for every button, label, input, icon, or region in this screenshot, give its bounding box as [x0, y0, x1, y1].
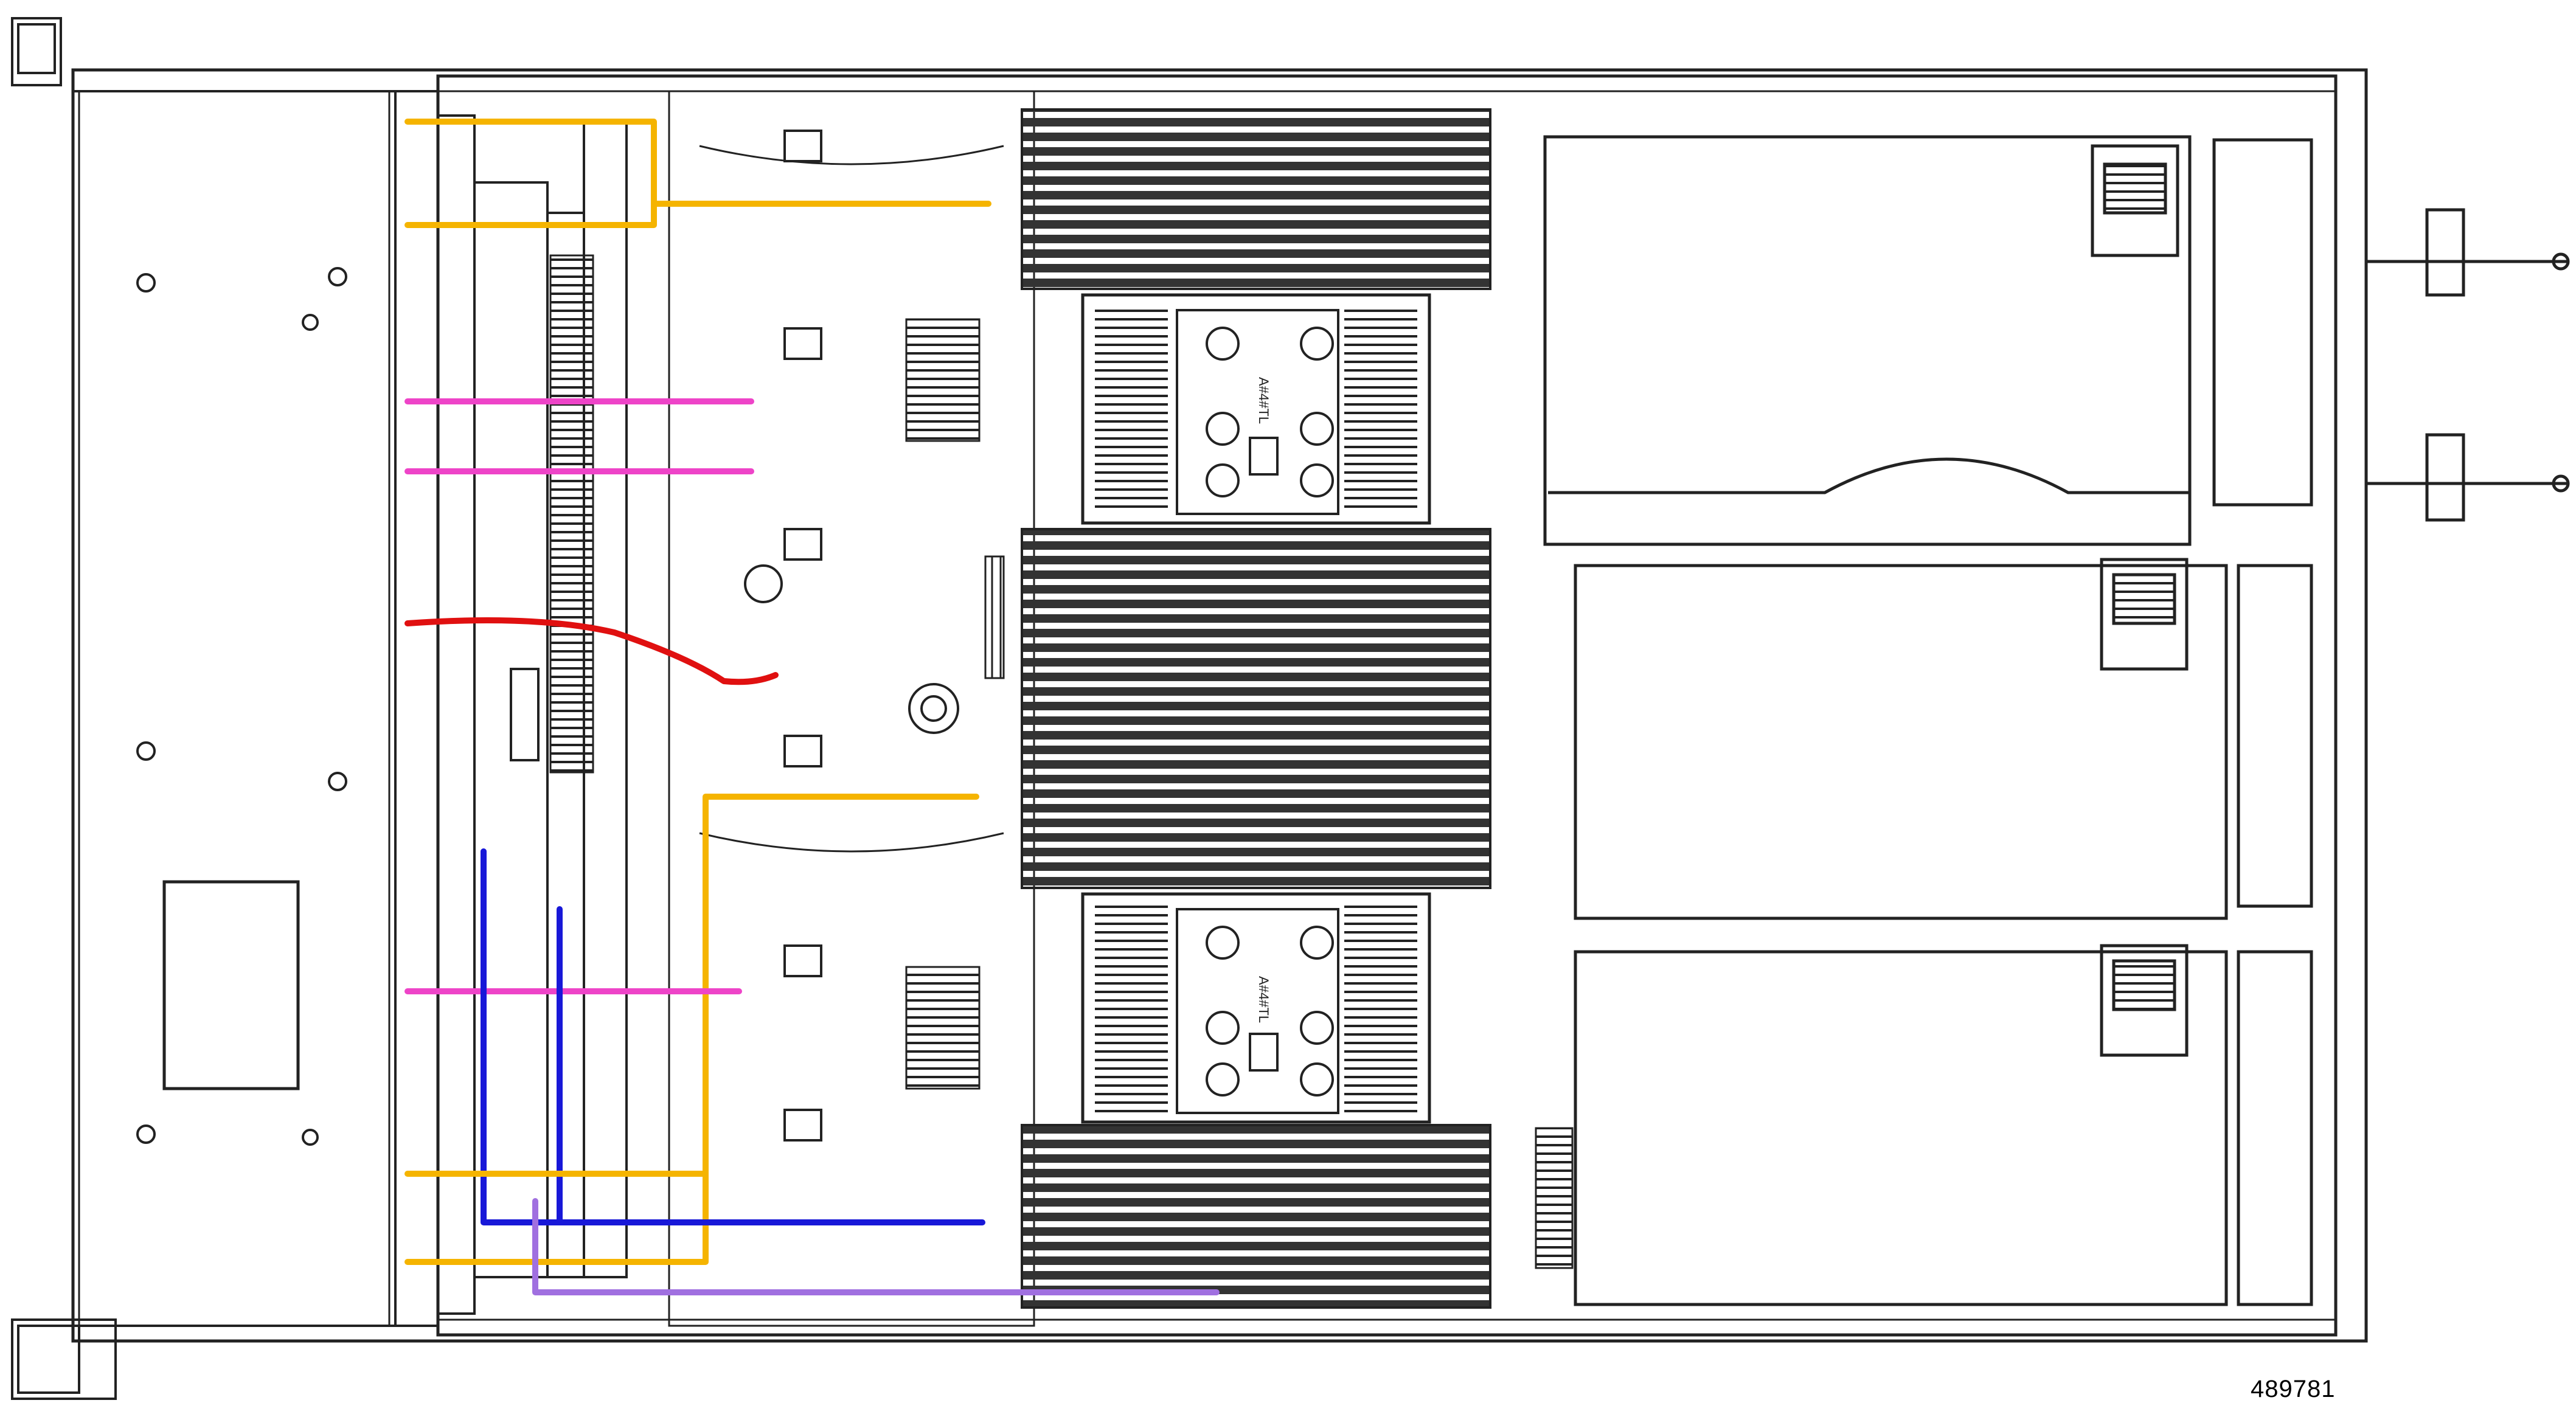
cpu-1: A#4#TL: [1081, 293, 1431, 525]
drive-bay-ribs: [78, 91, 391, 1326]
board-heatsink-top: [905, 318, 981, 442]
cable-orange-top: [404, 119, 991, 228]
front-bezel: [72, 90, 397, 1327]
cpu-2-label: A#4#TL: [1256, 976, 1271, 1023]
cable-orange-middle: [404, 794, 979, 1265]
board-connector-slot: [984, 555, 1005, 679]
cable-purple: [532, 1198, 1220, 1295]
chassis-outline: [71, 68, 2368, 1343]
riser-3-connector: [1535, 1127, 1574, 1269]
dimm-bank-bottom: [1021, 1124, 1491, 1309]
backplane-heatsink: [549, 254, 594, 774]
dimm-bank-top: [1021, 108, 1491, 290]
fan-cage: [668, 90, 1035, 1327]
riser-1: [1543, 135, 2313, 546]
front-handle-top: [11, 17, 62, 86]
cable-red: [404, 617, 779, 685]
cpu-2: A#4#TL: [1081, 892, 1431, 1124]
fan-connectors: [744, 130, 959, 1142]
cable-blue: [481, 848, 985, 1225]
cpu-1-label: A#4#TL: [1256, 377, 1271, 424]
riser-3: [1574, 944, 2313, 1306]
cables: [404, 119, 1220, 1295]
dimm-bank-middle: [1021, 528, 1491, 889]
riser-2: [1574, 558, 2313, 920]
figure-number: 489781: [2251, 1376, 2336, 1402]
front-handle-bottom: [11, 1318, 117, 1400]
psu-latches: [2366, 208, 2570, 522]
board-heatsink-bottom: [905, 966, 981, 1090]
backplane-connector: [510, 668, 540, 761]
